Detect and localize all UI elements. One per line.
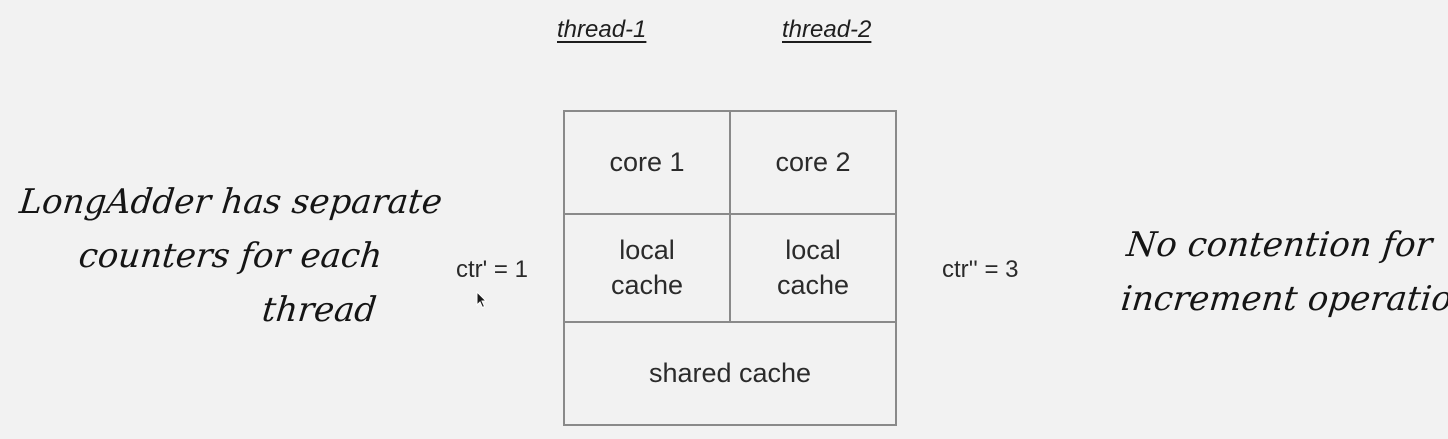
shared-cache-label: shared cache: [648, 358, 812, 388]
thread-1-label: thread-1: [557, 16, 647, 43]
right-handwritten-note: No contention for increment operations: [1118, 218, 1448, 326]
local-cache-1-line1: local: [619, 235, 675, 265]
counter-thread-2: ctr'' = 3: [942, 256, 1019, 283]
counter-thread-1: ctr' = 1: [456, 256, 528, 283]
core-2-label: core 2: [775, 147, 851, 177]
right-note-line-2: increment operations: [1119, 279, 1448, 319]
left-handwritten-note: LongAdder has separate counters for each…: [5, 175, 445, 337]
shared-cache-box: shared cache: [565, 323, 895, 424]
cpu-cache-diagram: core 1 core 2 local cache local cache sh…: [563, 110, 897, 426]
thread-2-label: thread-2: [782, 16, 872, 43]
core-1-label: core 1: [609, 147, 685, 177]
local-cache-1-box: local cache: [565, 215, 731, 323]
local-cache-2-line2: cache: [776, 270, 850, 300]
left-note-line-3: thread: [260, 290, 379, 330]
mouse-pointer-icon: [476, 291, 488, 309]
left-note-line-1: LongAdder has separate: [17, 182, 445, 222]
core-2-box: core 2: [731, 112, 895, 215]
left-note-line-2: counters for each: [76, 236, 385, 276]
local-cache-2-line1: local: [785, 235, 841, 265]
right-note-line-1: No contention for: [1124, 225, 1435, 265]
local-cache-1-line2: cache: [610, 270, 684, 300]
core-1-box: core 1: [565, 112, 731, 215]
local-cache-2-box: local cache: [731, 215, 895, 323]
